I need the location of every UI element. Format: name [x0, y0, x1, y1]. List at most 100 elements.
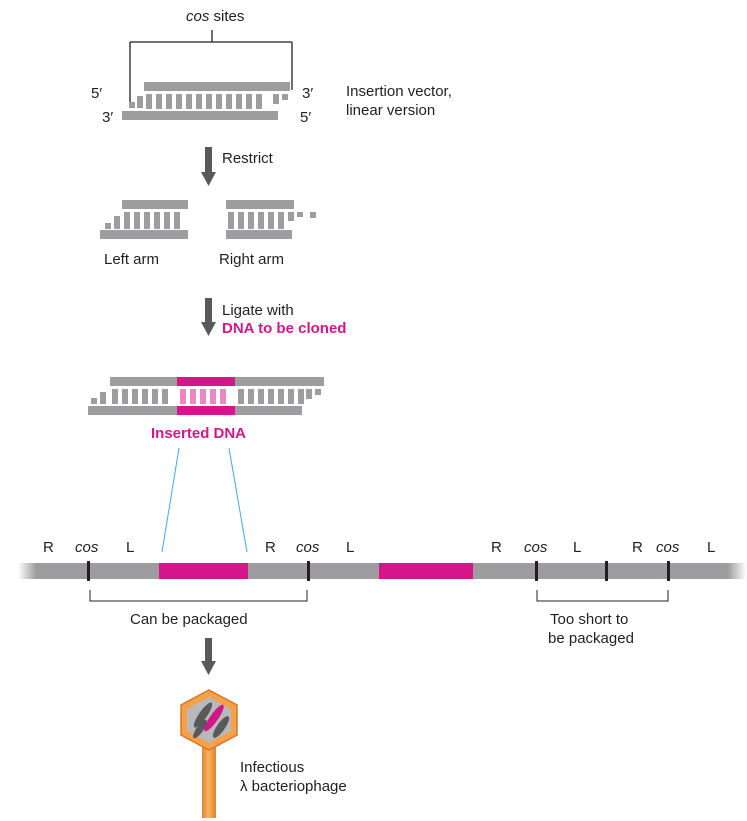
base-pair — [156, 94, 162, 109]
concatemer-label-3: L — [126, 539, 134, 556]
right-arm — [226, 200, 316, 239]
base-pair — [100, 392, 106, 404]
vector-5prime-left: 5′ — [91, 85, 102, 102]
base-pair — [176, 94, 182, 109]
sites-word: sites — [209, 8, 244, 25]
base-pair — [236, 94, 242, 109]
base-pair — [278, 389, 284, 404]
too-short-bracket — [536, 590, 669, 602]
base-pair — [306, 389, 312, 399]
concatemer-labels: R cos L R cos L R cos L R cos L — [43, 539, 715, 556]
concatemer-label-9: L — [573, 539, 581, 556]
insert-base-pair — [200, 389, 206, 404]
vector-3prime-right: 3′ — [302, 85, 313, 102]
base-pair — [298, 389, 304, 404]
concatemer-label-10: R — [632, 539, 643, 556]
base-pair — [246, 94, 252, 109]
phage-dna-coil — [193, 702, 230, 739]
recombinant-molecule — [88, 377, 324, 415]
base-pair — [248, 389, 254, 404]
ligate-arrow — [201, 298, 216, 336]
base-pair — [238, 389, 244, 404]
base-pair — [132, 389, 138, 404]
concatemer-label-11: cos — [656, 539, 680, 556]
insert-base-pair — [190, 389, 196, 404]
guide-line-right — [228, 447, 248, 553]
base-pair — [124, 212, 130, 229]
base-pair — [105, 223, 111, 229]
vector-top-strand — [144, 82, 290, 91]
base-pair — [297, 212, 303, 217]
vector-5prime-right: 5′ — [300, 109, 311, 126]
base-pair — [258, 212, 264, 229]
phage-label-line1: Infectious — [240, 759, 304, 776]
base-pair — [258, 389, 264, 404]
base-pair — [146, 94, 152, 109]
base-pair — [310, 212, 316, 218]
base-pair — [228, 212, 234, 229]
base-pair — [282, 94, 288, 100]
guide-line-left — [161, 447, 180, 553]
base-pair — [166, 94, 172, 109]
ligate-label-line2: DNA to be cloned — [222, 320, 346, 337]
base-pair — [186, 94, 192, 109]
vector-base-pairs — [129, 94, 288, 109]
base-pair — [196, 94, 202, 109]
cos-site-markers — [87, 561, 670, 581]
concatemer-insert-2 — [379, 563, 473, 579]
insert-base-pair — [220, 389, 226, 404]
cos-sites-bracket — [129, 30, 293, 106]
cos-sites-heading: cos sites — [129, 8, 293, 106]
phage-tail — [202, 744, 216, 818]
base-pair — [216, 94, 222, 109]
base-pair — [288, 389, 294, 404]
too-short-label-line2: be packaged — [548, 630, 634, 647]
concatemer-dna — [18, 561, 746, 581]
insert-base-pair — [180, 389, 186, 404]
base-pair — [226, 94, 232, 109]
base-pair — [152, 389, 158, 404]
base-pair — [288, 212, 294, 221]
concatemer-label-6: L — [346, 539, 354, 556]
vector-label-line2: linear version — [346, 102, 435, 119]
base-pair — [238, 212, 244, 229]
vector-3prime-left: 3′ — [102, 109, 113, 126]
vector-label-line1: Insertion vector, — [346, 83, 452, 100]
lambda-phage-icon — [180, 689, 238, 818]
base-pair — [268, 212, 274, 229]
base-pair — [273, 94, 279, 104]
base-pair — [144, 212, 150, 229]
concatemer-label-8: cos — [524, 539, 548, 556]
left-arm-label: Left arm — [104, 251, 159, 268]
base-pair — [256, 94, 262, 109]
concatemer-insert-1 — [159, 563, 248, 579]
base-pair — [206, 94, 212, 109]
cos-word: cos — [186, 8, 210, 25]
base-pair — [268, 389, 274, 404]
ligate-label-line1: Ligate with — [222, 302, 294, 319]
base-pair — [137, 96, 143, 108]
right-arm-label: Right arm — [219, 251, 284, 268]
concatemer-label-2: cos — [75, 539, 99, 556]
inserted-dna-label: Inserted DNA — [151, 425, 246, 442]
insert-base-pair — [210, 389, 216, 404]
base-pair — [248, 212, 254, 229]
svg-text:cos sites: cos sites — [186, 8, 244, 25]
base-pair — [91, 398, 97, 404]
left-arm — [100, 200, 188, 239]
vector-bottom-strand — [122, 111, 278, 120]
base-pair — [122, 389, 128, 404]
phage-label-line2: λ bacteriophage — [240, 778, 347, 795]
concatemer-label-7: R — [491, 539, 502, 556]
too-short-label-line1: Too short to — [550, 611, 628, 628]
base-pair — [114, 216, 120, 229]
base-pair — [142, 389, 148, 404]
can-package-bracket — [89, 590, 308, 602]
base-pair — [154, 212, 160, 229]
concatemer-label-4: R — [265, 539, 276, 556]
base-pair — [315, 389, 321, 395]
concatemer-label-5: cos — [296, 539, 320, 556]
package-arrow — [201, 638, 216, 675]
base-pair — [162, 389, 168, 404]
base-pair — [134, 212, 140, 229]
